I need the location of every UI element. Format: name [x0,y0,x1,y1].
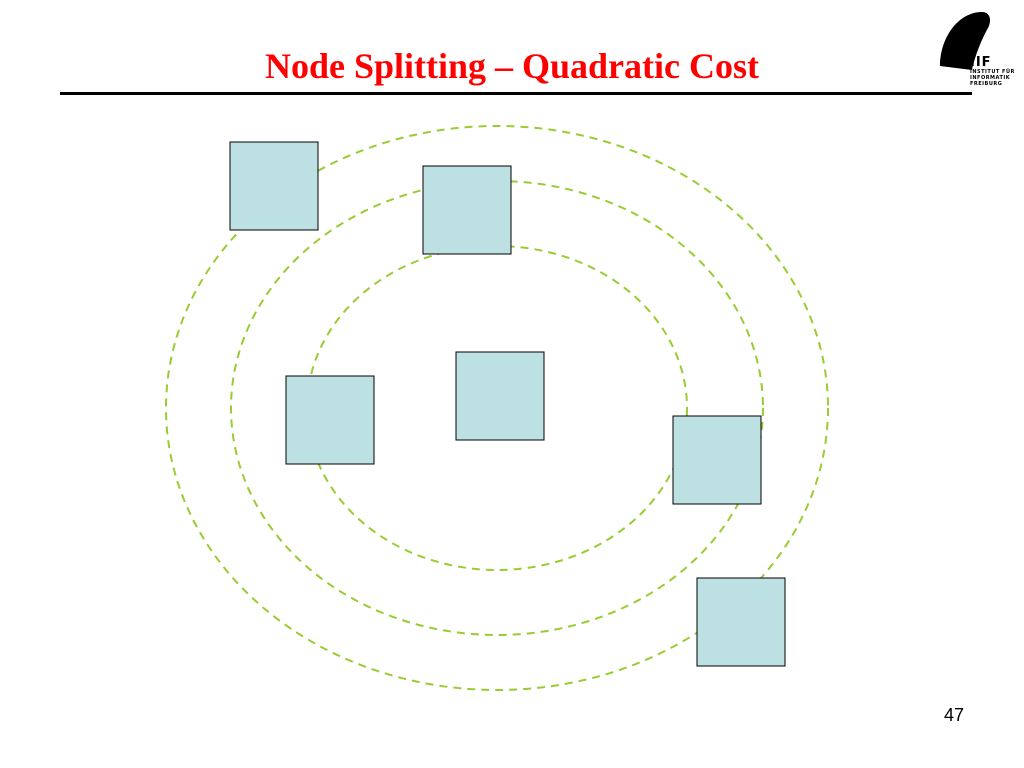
page-number: 47 [943,705,964,725]
node-rectangle-2 [422,165,512,255]
node-rectangle-5 [672,415,762,505]
logo-line-1: INSTITUT FÜR [970,69,1015,75]
outer-distance-circle [165,125,829,691]
logo-line-3: FREIBURG [970,81,1003,87]
title-underline [60,92,972,95]
logo-abbreviation: IIF [970,55,992,70]
node-rectangle-4 [285,375,375,465]
university-logo-icon [940,12,990,70]
logo-text: IIF INSTITUT FÜR INFORMATIK FREIBURG [970,56,1020,87]
logo-line-2: INFORMATIK [970,75,1011,81]
node-rectangle-1 [229,141,319,231]
node-rectangle-6 [696,577,786,667]
nodes [229,141,786,667]
node-rectangle-3 [455,351,545,441]
slide-title: Node Splitting – Quadratic Cost [264,46,760,86]
